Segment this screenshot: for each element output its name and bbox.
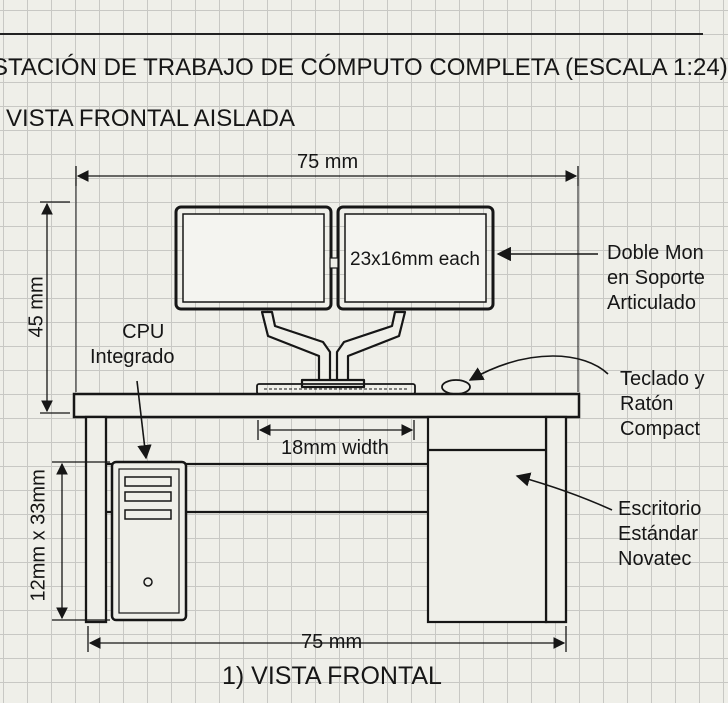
- mouse: [441, 379, 471, 395]
- desk-callout: Escritorio Estándar Novatec: [618, 497, 701, 572]
- height-dimension: [40, 201, 70, 414]
- cpu-size-dimension: [52, 461, 110, 621]
- monitor-arm: [260, 310, 407, 389]
- sheet-title: STACIÓN DE TRABAJO DE CÓMPUTO COMPLETA (…: [0, 54, 728, 81]
- header-rule: [0, 33, 703, 35]
- drawer-unit: [426, 415, 548, 624]
- cpu-tower: [110, 460, 188, 622]
- view-caption: 1) VISTA FRONTAL: [222, 662, 442, 690]
- keyboard-callout-line-2: Ratón: [620, 393, 674, 415]
- keyboard-callout-line-1: Teclado y: [620, 368, 705, 390]
- desk-callout-line-2: Estándar: [618, 523, 699, 545]
- monitor-size-label: 23x16mm each: [350, 249, 480, 270]
- keyboard-callout: Teclado y Ratón Compact: [620, 367, 705, 442]
- desk-top: [72, 392, 581, 419]
- keyboard-width-label: 18mm width: [281, 437, 389, 459]
- monitor-left: [174, 205, 333, 311]
- front-view-drawing: [40, 166, 613, 652]
- keyboard-width-dimension: [257, 420, 415, 440]
- leader-arrows: [136, 246, 613, 511]
- monitors-callout-line-2: en Soporte: [607, 267, 705, 289]
- desk-width-label: 75 mm: [301, 631, 363, 653]
- monitors-callout: Doble Mon en Soporte Articulado: [607, 241, 705, 316]
- monitors-callout-line-3: Articulado: [607, 292, 696, 314]
- keyboard-callout-line-3: Compact: [620, 418, 701, 440]
- cpu-size-label: 12mm x 33mm: [27, 469, 50, 602]
- monitors-callout-line-1: Doble Mon: [607, 242, 704, 264]
- desk-frame: [84, 415, 568, 624]
- desk-callout-line-1: Escritorio: [618, 498, 702, 520]
- cpu-callout: CPU Integrado: [90, 320, 175, 370]
- desk-width-dimension: [87, 626, 567, 652]
- view-subtitle: VISTA FRONTAL AISLADA: [6, 105, 295, 132]
- cpu-callout-line-1: CPU: [122, 321, 165, 343]
- height-label: 45 mm: [25, 276, 48, 338]
- cpu-callout-line-2: Integrado: [90, 346, 175, 368]
- top-width-label: 75 mm: [297, 151, 359, 173]
- top-width-dimension: [75, 166, 579, 392]
- desk-callout-line-3: Novatec: [618, 548, 692, 570]
